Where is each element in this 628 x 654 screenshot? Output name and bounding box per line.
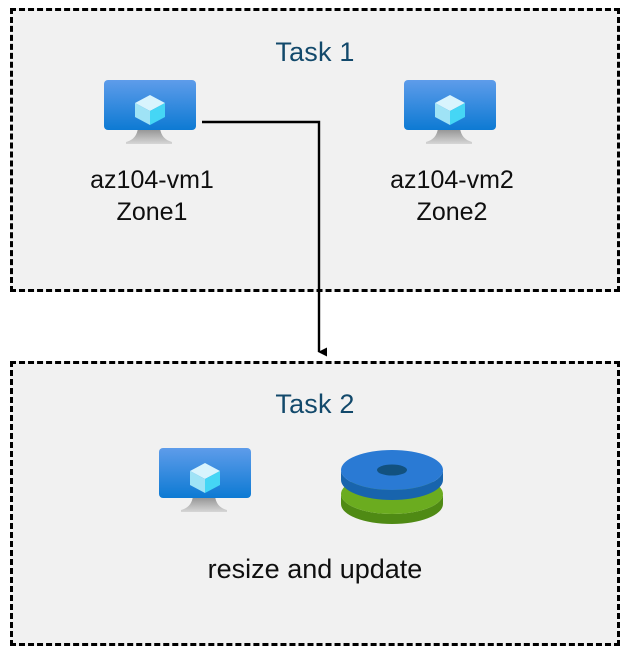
vm-node-az104-vm2[interactable]: az104-vm2 Zone2: [352, 78, 552, 228]
azure-virtual-machine-icon: [402, 78, 502, 150]
azure-virtual-machine-icon: [102, 78, 202, 150]
vm-node-az104-vm1[interactable]: az104-vm1 Zone1: [52, 78, 252, 228]
task-2-icon-row: [10, 440, 620, 524]
vm-label-line2: Zone2: [416, 198, 488, 226]
azure-virtual-machine-icon: [157, 446, 257, 518]
task-2-caption: resize and update: [207, 554, 423, 584]
vm-label-line1: az104-vm2: [390, 166, 514, 194]
vm-label-line2: Zone1: [116, 198, 188, 226]
task-1-title: Task 1: [275, 37, 355, 67]
azure-disks-icon: [337, 442, 447, 526]
vm-label-line1: az104-vm1: [90, 166, 214, 194]
task-2-group-box: Task 2: [10, 361, 620, 646]
task-2-title: Task 2: [275, 389, 355, 419]
